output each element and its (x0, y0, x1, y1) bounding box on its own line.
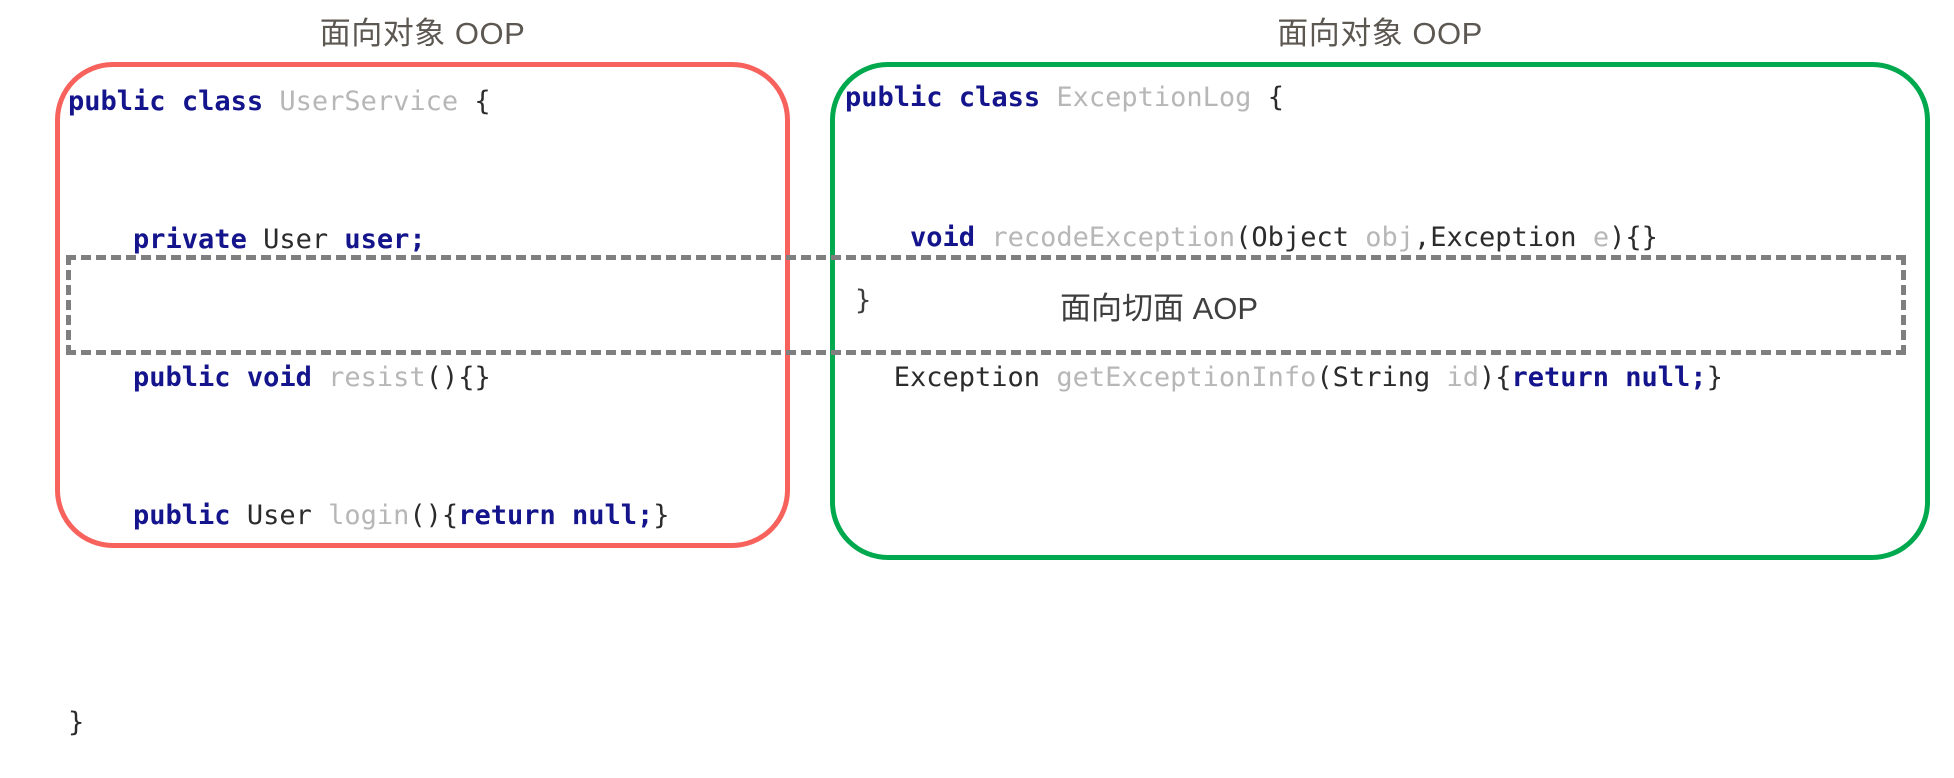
code-token: obj (1365, 222, 1414, 253)
oop-class-panel-userservice (55, 62, 790, 548)
code-line: } (68, 709, 788, 778)
code-line: void recodeException(Object obj,Exceptio… (845, 224, 1935, 294)
code-token: ){ (1478, 362, 1512, 393)
code-token: void (910, 222, 976, 253)
code-token (312, 500, 328, 531)
code-block-exceptionlog: public class ExceptionLog { void recodeE… (845, 84, 1935, 434)
code-line (845, 154, 1935, 224)
code-token: User (263, 224, 329, 255)
code-token (68, 500, 133, 531)
code-token (943, 82, 959, 113)
caption-aop: 面向切面 AOP (1060, 291, 1259, 326)
code-line: public User login(){return null;} (68, 502, 788, 571)
code-token: { (458, 86, 491, 117)
code-token: ExceptionLog (1056, 82, 1252, 113)
code-token: private (133, 224, 247, 255)
exceptionlog-closing-brace: } (855, 285, 872, 316)
code-line: public void resist(){} (68, 364, 788, 433)
code-token (1040, 82, 1056, 113)
code-token (312, 362, 328, 393)
code-line: public class ExceptionLog { (845, 84, 1935, 154)
code-token (166, 86, 182, 117)
code-token (231, 362, 247, 393)
code-token: (String (1316, 362, 1447, 393)
code-line (68, 433, 788, 502)
code-line (68, 640, 788, 709)
code-token: user; (344, 224, 426, 255)
code-token: UserService (279, 86, 459, 117)
code-token: (){ (409, 500, 459, 531)
code-token: User (246, 500, 312, 531)
code-token (247, 224, 263, 255)
code-token: id (1446, 362, 1479, 393)
code-token (328, 224, 344, 255)
code-token (68, 224, 133, 255)
oop-class-panel-exceptionlog (830, 62, 1930, 560)
code-token: class (181, 86, 264, 117)
code-line: Exception getExceptionInfo(String id){re… (845, 364, 1935, 434)
code-token: resist (328, 362, 426, 393)
code-token: ,Exception (1414, 222, 1593, 253)
code-token: public (845, 82, 943, 113)
code-token: class (958, 82, 1041, 113)
code-token: } (1706, 362, 1723, 393)
code-token: public (68, 86, 166, 117)
code-line (68, 571, 788, 640)
code-token: public (133, 500, 231, 531)
code-token (845, 222, 910, 253)
code-token: ){} (1609, 222, 1658, 253)
code-token: void (246, 362, 312, 393)
code-token: e (1592, 222, 1610, 253)
diagram-canvas: 面向对象 OOP 面向对象 OOP public class UserServi… (55, 16, 1935, 736)
code-line (68, 295, 788, 364)
code-token: Exception (845, 362, 1057, 393)
caption-oop-left: 面向对象 OOP (319, 16, 526, 51)
code-token: public (133, 362, 231, 393)
code-block-userservice: public class UserService { private User … (68, 88, 788, 778)
code-token: return null; (1511, 362, 1707, 393)
code-token: (){} (425, 362, 491, 393)
code-token (68, 362, 133, 393)
code-token: getExceptionInfo (1056, 362, 1317, 393)
code-line: private User user; (68, 226, 788, 295)
code-token: recodeException (991, 222, 1236, 253)
code-token: login (328, 500, 410, 531)
code-token: } (653, 500, 670, 531)
caption-oop-right: 面向对象 OOP (1277, 16, 1483, 51)
code-line: public class UserService { (68, 88, 788, 157)
code-token: (Object (1235, 222, 1366, 253)
code-token (263, 86, 279, 117)
code-line (68, 157, 788, 226)
code-token (231, 500, 247, 531)
code-token: } (68, 707, 85, 738)
code-token: return null; (458, 500, 654, 531)
code-line (845, 294, 1935, 364)
code-token (975, 222, 991, 253)
code-token: { (1251, 82, 1284, 113)
